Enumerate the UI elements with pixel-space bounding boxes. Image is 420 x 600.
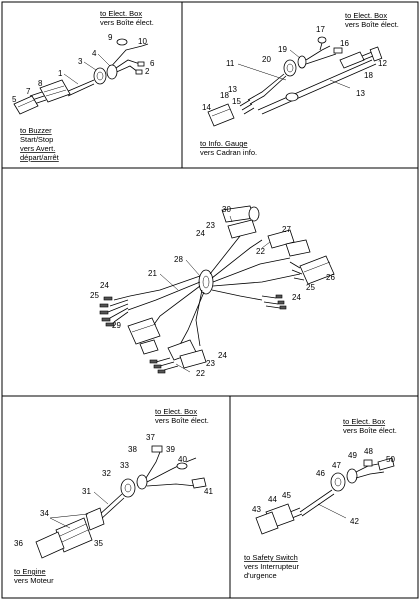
- label-49: 49: [348, 451, 357, 460]
- label-11: 11: [226, 59, 235, 68]
- label-4: 4: [92, 49, 97, 58]
- label-33: 33: [120, 461, 129, 470]
- label-8: 8: [38, 79, 43, 88]
- label-36: 36: [14, 539, 23, 548]
- label-43: 43: [252, 505, 261, 514]
- label-27: 27: [282, 225, 291, 234]
- label-41: 41: [204, 487, 213, 496]
- label-23b: 23: [206, 359, 215, 368]
- label-44: 44: [268, 495, 277, 504]
- label-38: 38: [128, 445, 137, 454]
- src-en: to Engine: [14, 567, 46, 576]
- label-16: 16: [340, 39, 349, 48]
- label-24d: 24: [218, 351, 227, 360]
- dest-en: to Elect. Box: [155, 407, 197, 416]
- panel-top-right: to Elect. Box vers Boîte élect. 17 16 19…: [200, 11, 399, 157]
- label-12: 12: [378, 59, 387, 68]
- src-fr: vers Moteur: [14, 576, 54, 585]
- label-23a: 23: [206, 221, 215, 230]
- label-25b: 25: [90, 291, 99, 300]
- label-24c: 24: [100, 281, 109, 290]
- label-35: 35: [94, 539, 103, 548]
- label-13: 13: [228, 85, 237, 94]
- label-22a: 22: [256, 247, 265, 256]
- label-6: 6: [150, 59, 155, 68]
- label-13a: 13: [356, 89, 365, 98]
- src-en: to Buzzer: [20, 126, 52, 135]
- label-40: 40: [178, 455, 187, 464]
- src-line-1: vers Interrupteur: [244, 562, 300, 571]
- panel-top-left: to Elect. Box vers Boîte élect. 9 10 6 2…: [12, 9, 155, 162]
- label-3: 3: [78, 57, 83, 66]
- panel-middle: 30 23 24 27 28 22 21 26 25 24 24 25 29 2…: [90, 205, 335, 378]
- label-14: 14: [202, 103, 211, 112]
- panel-bottom-right: to Elect. Box vers Boîte élect. 48 49 50…: [244, 417, 397, 580]
- src-line-3: départ/arrêt: [20, 153, 60, 162]
- label-45: 45: [282, 491, 291, 500]
- dest-en: to Elect. Box: [343, 417, 385, 426]
- label-31: 31: [82, 487, 91, 496]
- label-48: 48: [364, 447, 373, 456]
- label-50: 50: [386, 455, 395, 464]
- label-46: 46: [316, 469, 325, 478]
- label-30: 30: [222, 205, 231, 214]
- label-20: 20: [262, 55, 271, 64]
- label-21: 21: [148, 269, 157, 278]
- src-line-2: d'urgence: [244, 571, 277, 580]
- label-24a: 24: [196, 229, 205, 238]
- label-18a: 18: [364, 71, 373, 80]
- label-17: 17: [316, 25, 325, 34]
- src-en: to Safety Switch: [244, 553, 298, 562]
- label-26: 26: [326, 273, 335, 282]
- label-18: 18: [220, 91, 229, 100]
- dest-fr: vers Boîte élect.: [155, 416, 209, 425]
- label-1: 1: [58, 69, 63, 78]
- dest-en: to Elect. Box: [345, 11, 387, 20]
- label-47: 47: [332, 461, 341, 470]
- label-25a: 25: [306, 283, 315, 292]
- label-32: 32: [102, 469, 111, 478]
- label-10: 10: [138, 37, 147, 46]
- label-29: 29: [112, 321, 121, 330]
- dest-fr: vers Boîte élect.: [100, 18, 154, 27]
- label-19: 19: [278, 45, 287, 54]
- label-28: 28: [174, 255, 183, 264]
- dest-fr: vers Boîte élect.: [345, 20, 399, 29]
- label-2: 2: [145, 67, 150, 76]
- src-line-2: vers Avert.: [20, 144, 55, 153]
- label-7: 7: [26, 87, 31, 96]
- label-39: 39: [166, 445, 175, 454]
- label-24b: 24: [292, 293, 301, 302]
- label-22b: 22: [196, 369, 205, 378]
- dest-fr: vers Boîte élect.: [343, 426, 397, 435]
- panel-bottom-left: to Elect. Box vers Boîte élect. 37 38 39…: [14, 407, 213, 585]
- src-fr: vers Cadran info.: [200, 148, 257, 157]
- label-37: 37: [146, 433, 155, 442]
- src-en: to Info. Gauge: [200, 139, 248, 148]
- label-42: 42: [350, 517, 359, 526]
- label-9: 9: [108, 33, 113, 42]
- label-34: 34: [40, 509, 49, 518]
- label-15: 15: [232, 97, 241, 106]
- src-line-1: Start/Stop: [20, 135, 53, 144]
- dest-en: to Elect. Box: [100, 9, 142, 18]
- label-5: 5: [12, 95, 17, 104]
